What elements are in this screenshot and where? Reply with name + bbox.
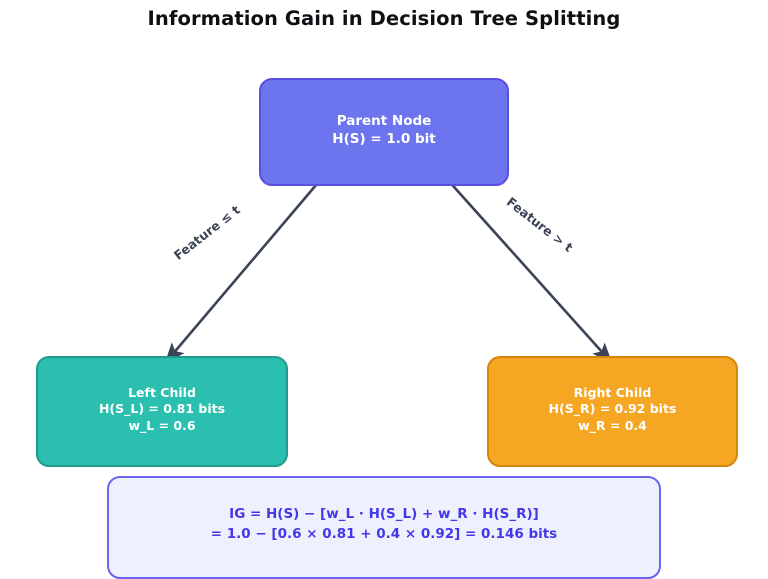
- information-gain-formula-box: IG = H(S) − [w_L · H(S_L) + w_R · H(S_R)…: [107, 476, 661, 579]
- edge-label-feature-lte-t: Feature ≤ t: [170, 202, 243, 263]
- node-right-entropy: H(S_R) = 0.92 bits: [548, 401, 677, 417]
- node-parent[interactable]: Parent Node H(S) = 1.0 bit: [259, 78, 509, 186]
- node-left-title: Left Child: [128, 385, 196, 400]
- node-left-child[interactable]: Left Child H(S_L) = 0.81 bits w_L = 0.6: [36, 356, 288, 467]
- edge-parent-to-left: [164, 177, 323, 364]
- node-right-weight: w_R = 0.4: [578, 417, 647, 433]
- page-title: Information Gain in Decision Tree Splitt…: [147, 7, 621, 30]
- node-left-entropy: H(S_L) = 0.81 bits: [98, 401, 226, 417]
- node-right-child[interactable]: Right Child H(S_R) = 0.92 bits w_R = 0.4: [487, 356, 738, 467]
- node-right-title: Right Child: [573, 385, 652, 400]
- formula-line-1: IG = H(S) − [w_L · H(S_L) + w_R · H(S_R)…: [229, 506, 539, 522]
- formula-line-2: = 1.0 − [0.6 × 0.81 + 0.4 × 0.92] = 0.14…: [210, 525, 558, 542]
- node-parent-entropy: H(S) = 1.0 bit: [332, 131, 436, 147]
- node-parent-title: Parent Node: [336, 113, 432, 130]
- node-left-weight: w_L = 0.6: [128, 417, 196, 433]
- edge-label-feature-gt-t: Feature > t: [503, 194, 576, 255]
